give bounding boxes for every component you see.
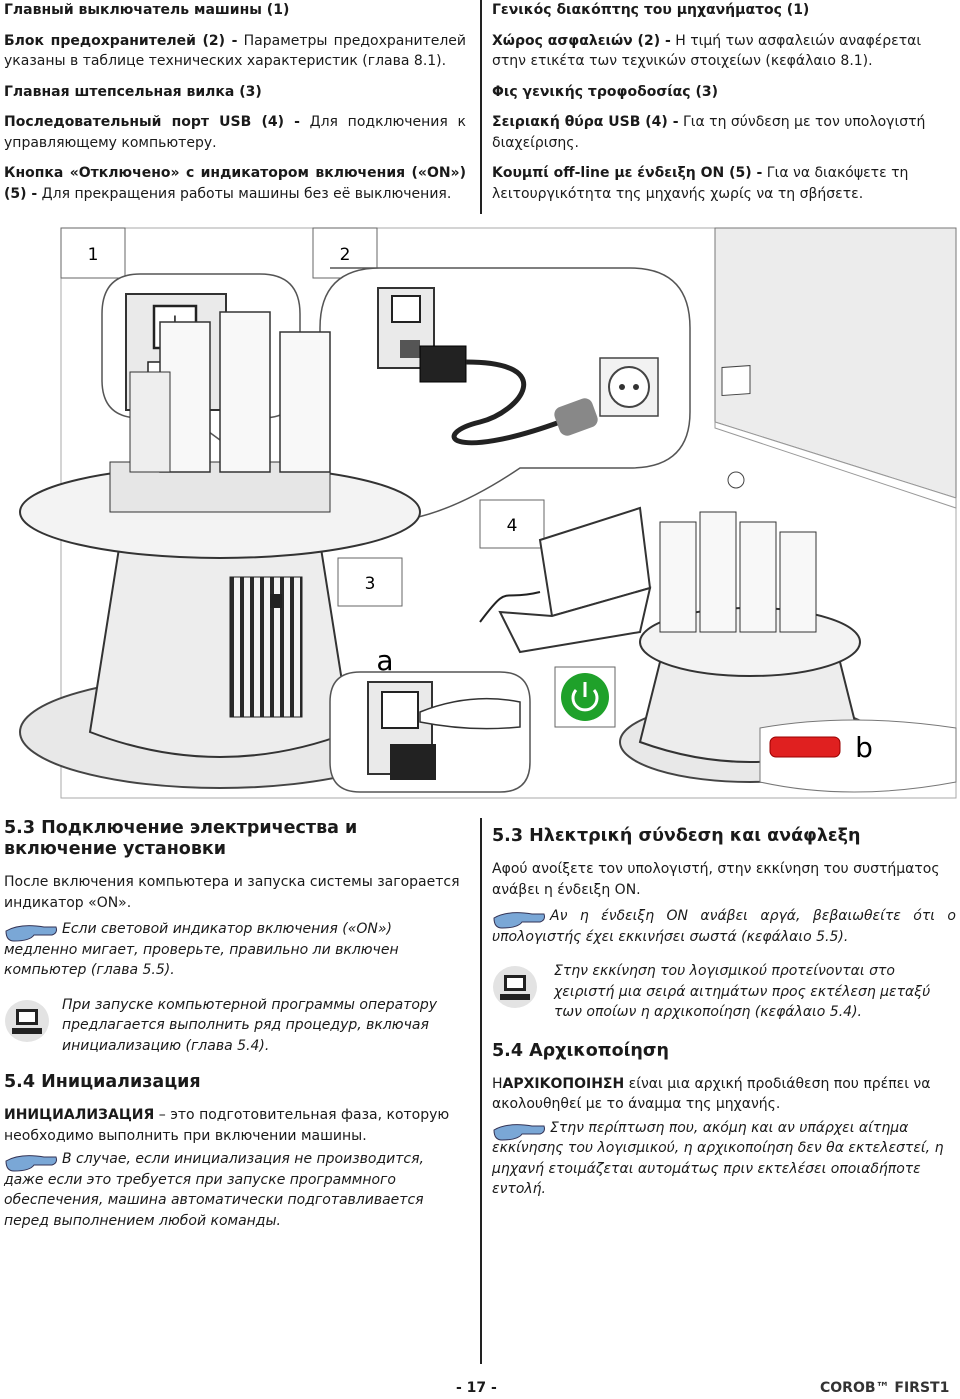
top-column-divider bbox=[480, 0, 482, 214]
hand-pointer-icon-gr-2 bbox=[493, 1123, 545, 1141]
wall-illustration bbox=[714, 227, 957, 509]
page-number: - 17 - bbox=[456, 1380, 497, 1396]
connection-figure: 1 2 I O bbox=[19, 227, 957, 799]
product-name: COROB™ FIRST1 bbox=[820, 1380, 950, 1396]
bottom-left-column: 5.3 Подключение электричества и включени… bbox=[4, 818, 466, 1231]
label-b: b bbox=[855, 731, 873, 764]
section-5-4-text: ИНИЦИАЛИЗАЦИЯ – это подготовительная фаз… bbox=[4, 1107, 450, 1144]
laptop-illustration bbox=[479, 506, 652, 654]
item-offline-button: Кнопка «Отключено» с индикатором включен… bbox=[4, 165, 466, 202]
callout-plug bbox=[319, 267, 691, 523]
note-auto-initialization-gr: Στην περίπτωση που, ακόμη και αν υπάρχει… bbox=[492, 1119, 944, 1198]
section-5-4-text-gr: ΗΑΡΧΙΚΟΠΟΙΗΣΗ είναι μια αρχική προδιάθεσ… bbox=[492, 1075, 931, 1113]
section-5-3-heading: 5.3 Подключение электричества и включени… bbox=[4, 818, 358, 859]
section-5-4-heading: 5.4 Инициализация bbox=[4, 1072, 201, 1092]
item-usb-port: Последовательный порт USB (4) - Для подк… bbox=[4, 114, 466, 151]
svg-text:3: 3 bbox=[365, 574, 376, 594]
computer-icon bbox=[5, 999, 49, 1042]
item-fuse-box: Блок предохранителей (2) - Параметры пре… bbox=[4, 32, 466, 70]
note-initialization-prompt-gr: Στην εκκίνηση του λογισμικού προτείνοντα… bbox=[554, 963, 931, 1020]
hand-pointer-icon bbox=[5, 925, 57, 942]
section-5-3-text: После включения компьютера и запуска сис… bbox=[4, 874, 460, 911]
note-blinking-indicator: Если световой индикатор включения («ON»)… bbox=[4, 921, 399, 978]
label-box-1: 1 bbox=[60, 227, 126, 279]
hand-pointer-icon-2 bbox=[5, 1155, 57, 1172]
section-5-3-heading-gr: 5.3 Ηλεκτρική σύνδεση και ανάφλεξη bbox=[492, 826, 861, 846]
note-blinking-indicator-gr: Αν η ένδειξη ON ανάβει αργά, βεβαιωθείτε… bbox=[492, 908, 956, 945]
svg-text:1: 1 bbox=[88, 245, 99, 265]
note-initialization-prompt: При запуске компьютерной программы опера… bbox=[62, 996, 438, 1054]
item-main-switch: Главный выключатель машины (1) bbox=[4, 2, 290, 18]
item-main-plug: Главная штепсельная вилка (3) bbox=[4, 83, 262, 100]
item-offline-button-gr: Κουμπί off-line με ένδειξη ON (5) - Για … bbox=[492, 165, 909, 202]
power-button-icon bbox=[554, 666, 616, 728]
hand-pointer-icon-gr bbox=[493, 912, 545, 929]
svg-text:4: 4 bbox=[507, 516, 518, 536]
item-main-plug-gr: Φις γενικής τροφοδοσίας (3) bbox=[492, 83, 719, 100]
top-right-column: Γενικός διακόπτης του μηχανήματος (1) Χώ… bbox=[492, 0, 956, 204]
top-left-column: Главный выключатель машины (1) Блок пред… bbox=[4, 0, 466, 204]
callout-press-switch bbox=[329, 671, 531, 793]
label-box-4: 4 bbox=[479, 499, 545, 549]
callout-indicator: b bbox=[759, 719, 957, 793]
plug-connector bbox=[419, 345, 467, 383]
bottom-column-divider bbox=[480, 818, 482, 1364]
note-auto-initialization: В случае, если инициализация не производ… bbox=[4, 1151, 424, 1229]
label-a: a bbox=[376, 644, 393, 677]
item-usb-port-gr: Σειριακή θύρα USB (4) - Για τη σύνδεση μ… bbox=[492, 114, 926, 151]
section-5-3-text-gr: Αφού ανοίξετε τον υπολογιστή, στην εκκίν… bbox=[492, 861, 940, 898]
tinting-machine-large bbox=[19, 311, 421, 789]
wall-socket-small-icon bbox=[721, 365, 751, 397]
item-fuse-box-gr: Χώρος ασφαλειών (2) - Η τιμή των ασφαλει… bbox=[492, 32, 922, 70]
section-5-4-heading-gr: 5.4 Αρχικοποίηση bbox=[492, 1040, 669, 1061]
item-main-switch-gr: Γενικός διακόπτης του μηχανήματος (1) bbox=[492, 2, 810, 18]
label-box-3: 3 bbox=[337, 557, 403, 607]
computer-icon-gr bbox=[493, 966, 537, 1008]
svg-text:2: 2 bbox=[340, 245, 351, 265]
bottom-right-column: 5.3 Ηλεκτρική σύνδεση και ανάφλεξη Αφού … bbox=[492, 826, 956, 1200]
